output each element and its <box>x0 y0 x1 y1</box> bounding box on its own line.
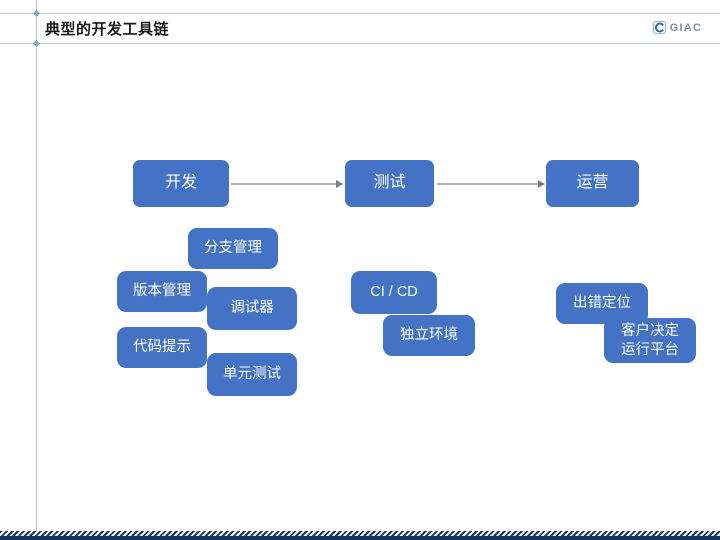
tool-node-unit-test[interactable]: 单元测试 <box>207 353 297 396</box>
horizontal-guide-line-top <box>0 13 720 14</box>
tool-node-isolated-environment[interactable]: 独立环境 <box>383 315 475 356</box>
giac-logo-text: GIAC <box>669 21 702 34</box>
tool-node-customer-chosen-platform[interactable]: 客户决定 运行平台 <box>604 318 696 363</box>
tool-node-customer-chosen-platform-line1: 客户决定 <box>621 323 679 340</box>
page-title: 典型的开发工具链 <box>45 21 170 38</box>
footer-bar <box>0 536 720 540</box>
stage-node-develop[interactable]: 开发 <box>133 160 229 207</box>
vertical-guide-line <box>36 0 37 540</box>
footer-decoration <box>0 529 720 540</box>
giac-c-mark-icon <box>652 21 666 34</box>
connector-test-to-operate <box>437 180 545 188</box>
giac-logo: GIAC <box>652 21 702 34</box>
guide-handle-bottom <box>32 39 41 48</box>
tool-node-debugger[interactable]: 调试器 <box>207 287 297 330</box>
guide-handle-top <box>32 9 41 18</box>
horizontal-guide-line-bottom <box>0 43 720 44</box>
tool-node-ci-cd[interactable]: CI / CD <box>351 271 437 314</box>
tool-node-version-management[interactable]: 版本管理 <box>117 271 207 312</box>
stage-node-operate[interactable]: 运营 <box>546 160 639 207</box>
tool-node-branch-management[interactable]: 分支管理 <box>188 228 278 269</box>
footer-teeth <box>0 531 720 536</box>
connector-develop-to-test <box>231 180 343 188</box>
tool-node-error-locating[interactable]: 出错定位 <box>556 283 648 324</box>
stage-node-test[interactable]: 测试 <box>345 160 434 207</box>
tool-node-customer-chosen-platform-line2: 运行平台 <box>621 341 679 358</box>
tool-node-code-hint[interactable]: 代码提示 <box>117 327 207 368</box>
